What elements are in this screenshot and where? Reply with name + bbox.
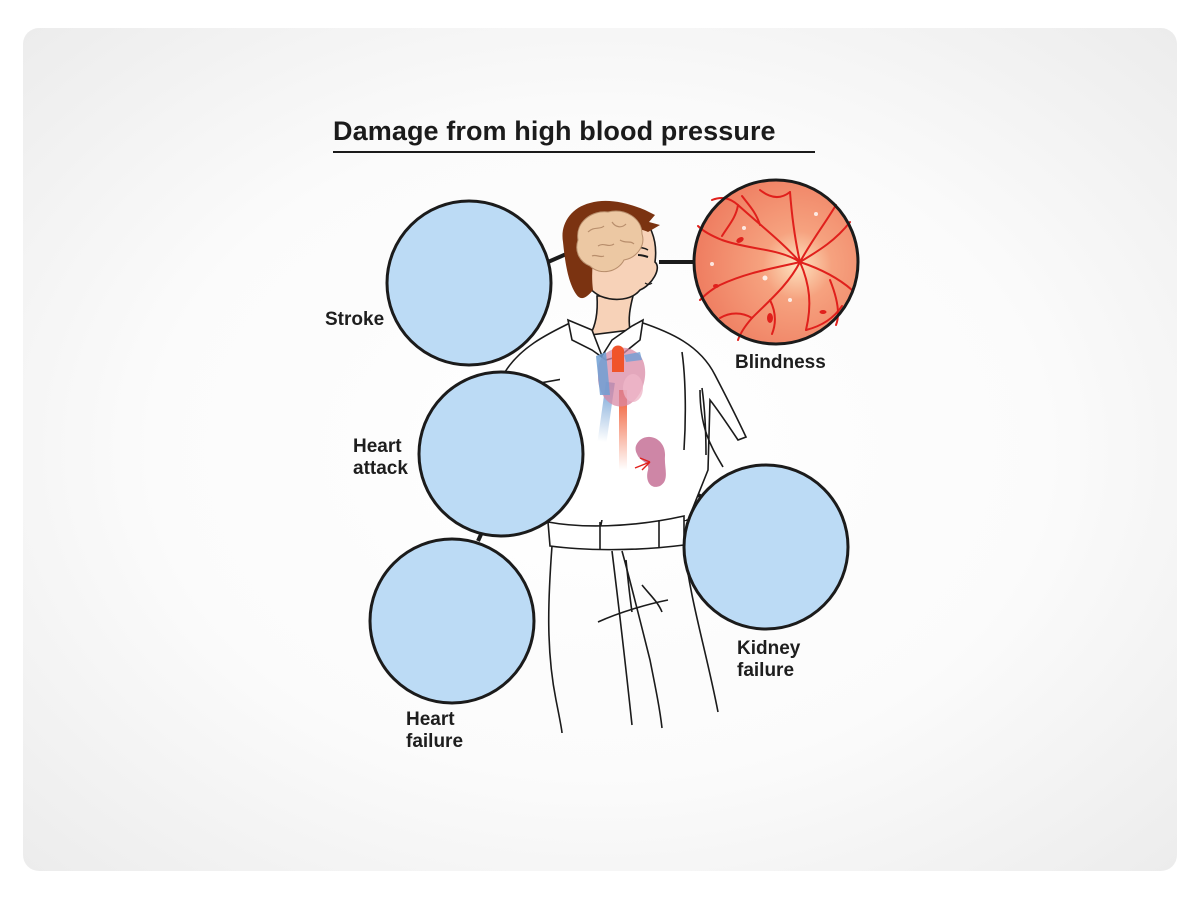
heart-failure-callout xyxy=(368,537,536,705)
diagram-title: Damage from high blood pressure xyxy=(333,116,815,153)
kidney-failure-callout xyxy=(682,463,850,631)
stroke-label: Stroke xyxy=(325,309,385,330)
heart-organ xyxy=(596,345,646,470)
stroke-callout xyxy=(385,199,553,367)
retina-callout xyxy=(692,178,860,346)
legs xyxy=(547,544,719,734)
heart-attack-callout xyxy=(417,370,585,538)
kidney-organ xyxy=(634,436,666,487)
retina-blood-vessels xyxy=(697,189,853,341)
heart-attack-label: Heart attack xyxy=(353,436,408,479)
retina-hemorrhages xyxy=(713,237,827,323)
brain-organ xyxy=(576,210,644,273)
heart-failure-label: Heart failure xyxy=(406,709,464,752)
kidney-failure-label: Kidney failure xyxy=(737,638,801,681)
blindness-label: Blindness xyxy=(735,352,826,373)
retina-exudates xyxy=(710,212,818,302)
